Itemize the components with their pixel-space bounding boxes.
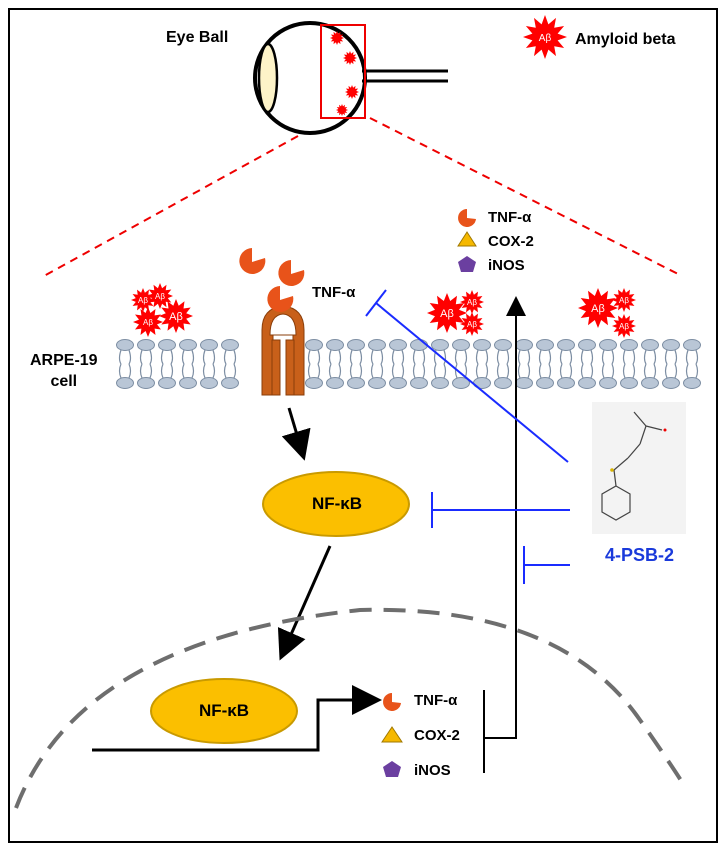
phospholipid: [199, 338, 219, 390]
amyloid-beta-icon: Aβ: [460, 290, 484, 314]
phospholipid: [430, 338, 450, 390]
phospholipid: [514, 338, 534, 390]
phospholipid: [388, 338, 408, 390]
amyloid-beta-icon: [336, 104, 348, 116]
amyloid-beta-icon: Aβ: [612, 288, 636, 312]
amyloid-beta-short: Aβ: [467, 298, 477, 307]
nfkb-cytoplasm-shape: [262, 471, 410, 537]
nfkb-nucleus-shape: [150, 678, 298, 744]
phospholipid: [556, 338, 576, 390]
cell-membrane: [115, 338, 702, 390]
amyloid-beta-short: Aβ: [155, 292, 165, 301]
figure-frame: [8, 8, 718, 843]
amyloid-beta-icon: Aβ: [578, 288, 618, 328]
nucleus-icons: [381, 693, 403, 777]
inos-pentagon-icon: [383, 761, 401, 777]
amyloid-beta-icon: Aβ: [159, 299, 193, 333]
transcription-arrow: [92, 685, 382, 752]
amyloid-beta-icon: Aβ: [427, 293, 467, 333]
phospholipid: [157, 338, 177, 390]
tnf-alpha-icon: [278, 260, 305, 286]
legend-icons: [457, 209, 477, 272]
phospholipid: [304, 338, 324, 390]
amyloid-beta-icon: Aβ: [147, 283, 173, 309]
chemical-structure-icon: [592, 402, 686, 534]
amyloid-beta-short: Aβ: [143, 318, 153, 327]
tnf-alpha-icon: [458, 209, 476, 227]
retina-zoom-box: [320, 24, 366, 119]
amyloid-beta-icon: Aβ: [131, 288, 155, 312]
nuclear-membrane: [14, 607, 684, 809]
phospholipid: [325, 338, 345, 390]
zoom-line-right: [369, 117, 683, 277]
phospholipid: [598, 338, 618, 390]
phospholipid: [535, 338, 555, 390]
phospholipid: [640, 338, 660, 390]
inos-pentagon-icon: [458, 256, 476, 272]
amyloid-beta-icon: Aβ: [612, 314, 636, 338]
phospholipid: [661, 338, 681, 390]
phospholipid: [451, 338, 471, 390]
amyloid-beta-icon: [345, 85, 359, 99]
phospholipid: [136, 338, 156, 390]
amyloid-beta-icon: Aβ: [133, 307, 163, 337]
phospholipid: [493, 338, 513, 390]
amyloid-beta-short: Aβ: [138, 296, 148, 305]
tnf-alpha-icon: [383, 693, 401, 711]
phospholipid: [619, 338, 639, 390]
amyloid-beta-short: Aβ: [467, 320, 477, 329]
amyloid-beta-short: Aβ: [619, 296, 629, 305]
drug-label: 4-PSB-2: [605, 545, 675, 565]
amyloid-beta-short: Aβ: [619, 322, 629, 331]
amyloid-beta-short: Aβ: [591, 303, 605, 315]
legend-tnf-label: TNF-α: [488, 209, 532, 226]
nfkb-cytoplasm-label: NF-κB: [311, 494, 363, 513]
phospholipid: [220, 338, 240, 390]
receptor-icon: [261, 305, 305, 396]
amyloid-beta-short: Aβ: [440, 308, 454, 320]
tnf-membrane-label: TNF-α: [312, 284, 356, 301]
nucleus-tnf-label: TNF-α: [414, 692, 458, 709]
eyeball-icon: [253, 21, 448, 135]
secretion-arrow: [484, 296, 526, 739]
amyloid-beta-icon: [343, 51, 357, 65]
amyloid-beta-icon: [330, 31, 344, 45]
cox2-triangle-icon: [381, 726, 403, 743]
phospholipid: [115, 338, 135, 390]
tnf-alpha-icon: [267, 286, 294, 312]
phospholipid: [682, 338, 702, 390]
amyloid-beta-short: Aβ: [539, 33, 552, 44]
amyloid-beta-short: Aβ: [169, 311, 183, 323]
eye-ball-label: Eye Ball: [166, 29, 229, 46]
amyloid-beta-icon: Aβ: [460, 312, 484, 336]
inhibition-lines: [365, 289, 570, 584]
translocation-arrow: [277, 545, 332, 661]
tnf-ligands: [239, 248, 305, 312]
cell-label: ARPE-19 cell: [30, 352, 98, 390]
phospholipid: [178, 338, 198, 390]
tnf-alpha-icon: [239, 248, 266, 274]
amyloid-beta-label: Amyloid beta: [575, 31, 676, 48]
zoom-line-left: [43, 135, 299, 277]
phospholipid: [409, 338, 429, 390]
activation-arrow-1: [281, 407, 311, 461]
amyloid-beta-icon: Aβ: [522, 14, 568, 60]
nfkb-nucleus-label: NF-κB: [198, 701, 250, 720]
phospholipid: [472, 338, 492, 390]
nucleus-cox2-label: COX-2: [414, 727, 460, 744]
legend-cox2-label: COX-2: [488, 233, 534, 250]
phospholipid: [346, 338, 366, 390]
nucleus-inos-label: iNOS: [414, 762, 451, 779]
cox2-triangle-icon: [457, 231, 477, 247]
phospholipid: [367, 338, 387, 390]
phospholipid: [577, 338, 597, 390]
legend-inos-label: iNOS: [488, 257, 525, 274]
